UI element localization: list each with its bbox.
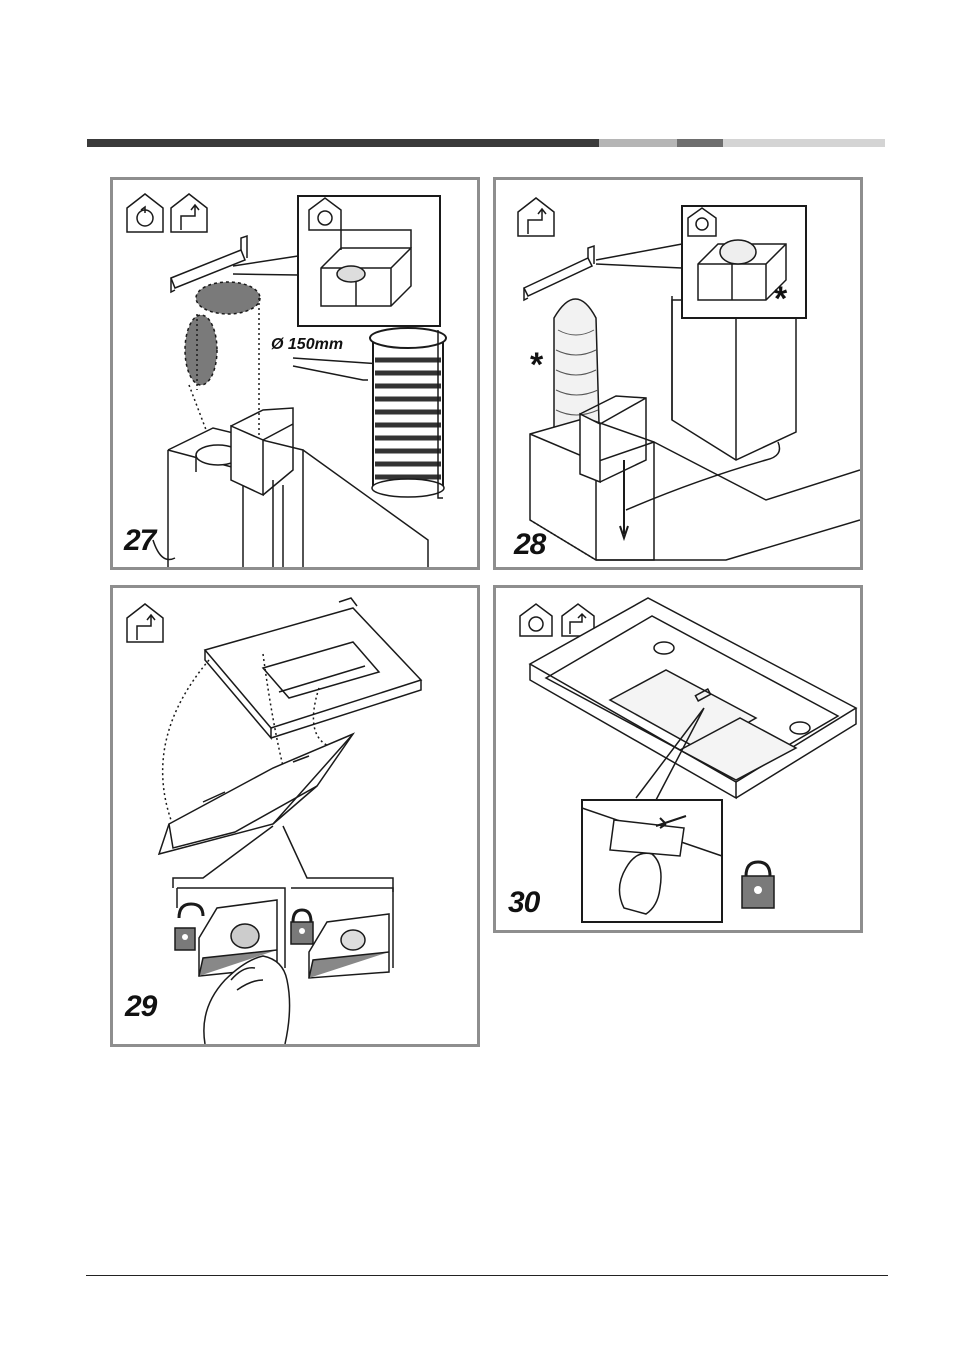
figure-29-panel: 29 [110,585,480,1047]
header-bar-mid [677,139,723,147]
recirculation-icon [520,604,552,636]
figure-28-panel: * * 28 [493,177,863,570]
figure-27-illustration [113,180,477,567]
header-bar-dark [87,139,599,147]
header-bar-light [599,139,677,147]
lock-padlock-icon [291,910,313,944]
figure-number-27: 27 [124,524,155,558]
figure-28-illustration [496,180,860,567]
lock-padlock-icon [742,862,774,908]
asterisk-duct: * [530,346,543,385]
figure-number-30: 30 [508,886,539,920]
extraction-icon [518,198,554,236]
asterisk-inset: * [774,280,787,319]
header-bar-pale [723,139,885,147]
figure-number-28: 28 [514,528,545,562]
flexible-duct [370,328,446,498]
figure-29-illustration [113,588,477,1044]
duct-diameter-label: Ø 150mm [271,336,343,354]
figure-30-illustration [496,588,860,930]
figure-27-panel: Ø 150mm 27 [110,177,480,570]
extraction-icon [127,604,163,642]
extraction-icon [171,194,207,232]
recirculation-icon [127,194,163,232]
figure-number-29: 29 [125,990,156,1024]
figure-30-panel: 30 [493,585,863,933]
footer-rule [86,1275,888,1276]
